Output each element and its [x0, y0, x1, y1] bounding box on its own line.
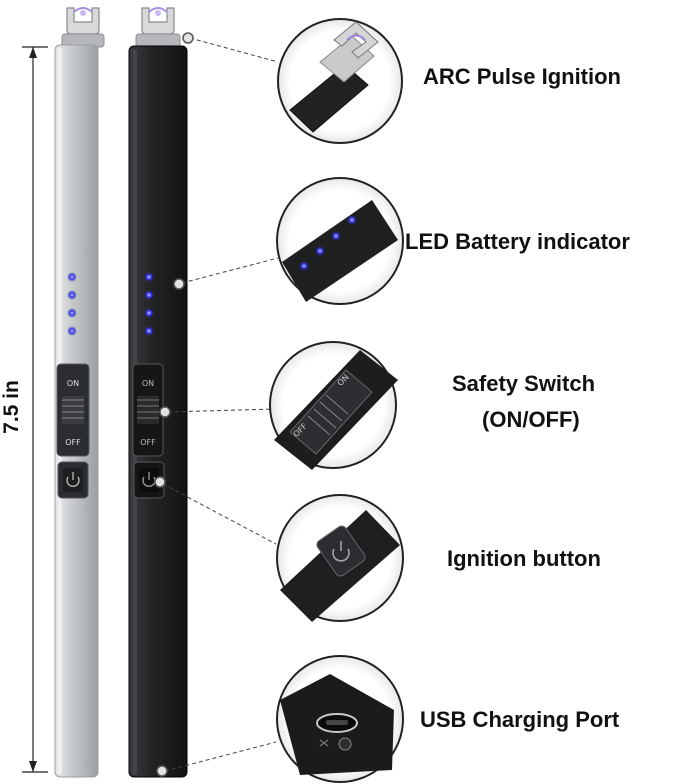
- silver-lighter: [54, 7, 105, 778]
- feature-label-ignition: Ignition button: [447, 546, 601, 571]
- dimension-line: [22, 46, 48, 773]
- height-dimension-label: 7.5 in: [0, 380, 23, 434]
- callout-leaders: [162, 37, 279, 772]
- zoom-safety-switch: [269, 341, 398, 470]
- black-switch-off-text: OFF: [140, 438, 156, 447]
- feature-label-arc: ARC Pulse Ignition: [423, 64, 621, 89]
- zoom-arc-ignition: [277, 18, 403, 144]
- feature-label-usb: USB Charging Port: [420, 707, 620, 732]
- black-switch-on-text: ON: [142, 379, 154, 388]
- zoom-ignition-button: [276, 494, 404, 622]
- zoom-usb-port: [276, 655, 404, 783]
- callout-points: [154, 32, 194, 777]
- feature-label-safety-line1: Safety Switch: [452, 371, 596, 396]
- feature-label-led: LED Battery indicator: [405, 229, 630, 254]
- silver-switch-off-text: OFF: [65, 438, 81, 447]
- black-lighter: [128, 7, 188, 778]
- silver-switch-on-text: ON: [67, 379, 79, 388]
- feature-label-safety-line2: (ON/OFF): [482, 407, 580, 432]
- zoom-led-indicator: [276, 177, 404, 305]
